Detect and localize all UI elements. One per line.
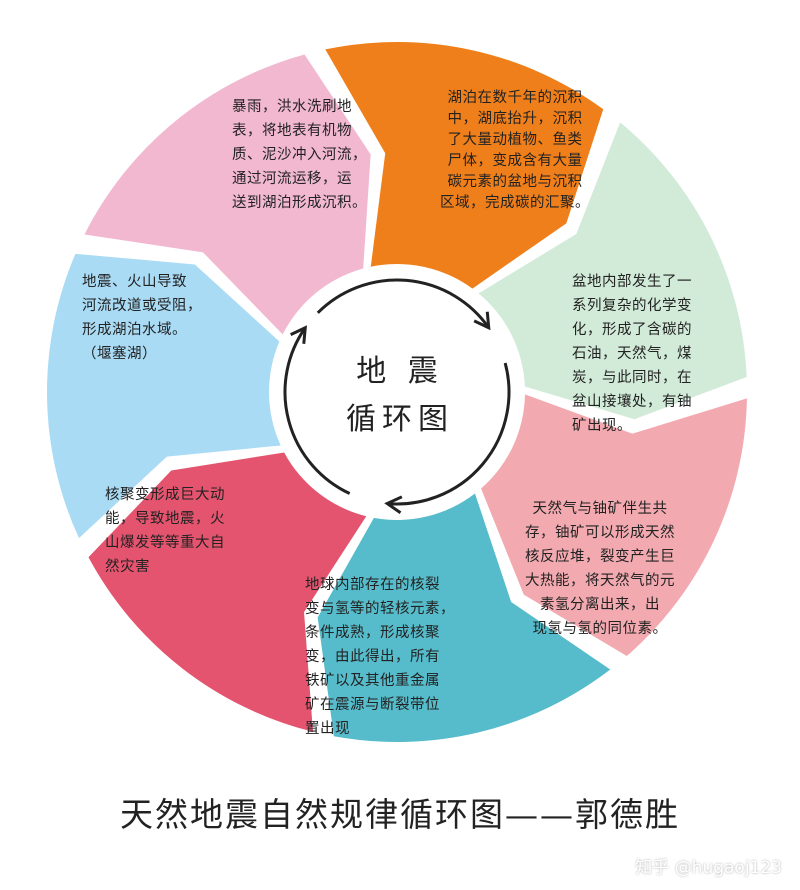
segment-text-blue: 地震、火山导致 河流改道或受阻， 形成湖泊水域。 （堰塞湖） bbox=[82, 274, 202, 362]
diagram-caption: 天然地震自然规律循环图——郭德胜 bbox=[120, 795, 680, 834]
cycle-arrowhead-3 bbox=[290, 325, 307, 344]
cycle-arrow-2 bbox=[387, 362, 511, 506]
cycle-arrowhead-1 bbox=[473, 311, 491, 331]
segment-text-pink: 暴雨，洪水洗刷地 表，将地表有机物 质、泥沙冲入河流， 通过河流运移，运 送到湖… bbox=[232, 99, 367, 211]
segment-text-green: 盆地内部发生了一 系列复杂的化学变 化，形成了含碳的 石油，天然气，煤 炭，与此… bbox=[572, 274, 692, 434]
segment-green bbox=[478, 122, 747, 420]
segment-text-red: 核聚变形成巨大动 能，导致地震，火 山爆发等等重大自 然灾害 bbox=[105, 487, 225, 575]
segment-red bbox=[88, 452, 367, 732]
center-title: 地 震 循环图 bbox=[330, 348, 470, 444]
segment-text-orange: 湖泊在数千年的沉积 中，湖底抬升，沉积 了大量动植物、鱼类 尸体，变成含有大量 … bbox=[440, 90, 590, 211]
center-arrows bbox=[283, 278, 511, 514]
cycle-diagram bbox=[47, 42, 747, 742]
cycle-arrow-3 bbox=[283, 326, 351, 495]
cycle-arrow-1 bbox=[316, 278, 490, 329]
segment-blue bbox=[47, 253, 281, 539]
segment-teal bbox=[317, 493, 611, 742]
segment-text-salmon: 天然气与铀矿伴生共 存，铀矿可以形成天然 核反应堆，裂变产生巨 大热能，将天然气… bbox=[525, 501, 675, 637]
segment-salmon bbox=[481, 394, 747, 657]
segment-pink bbox=[84, 54, 371, 335]
cycle-arrowhead-2 bbox=[384, 495, 403, 514]
segment-orange bbox=[325, 42, 604, 289]
center-title-line2: 循环图 bbox=[346, 402, 454, 437]
center-disc bbox=[273, 268, 521, 516]
watermark: 知乎 @hugaoj123 bbox=[635, 858, 782, 878]
segment-text-teal: 地球内部存在的核裂 变与氢等的轻核元素， 条件成熟，形成核聚 变，由此得出，所有… bbox=[305, 577, 455, 737]
center-title-line1: 地 震 bbox=[356, 354, 444, 389]
segments-layer bbox=[47, 42, 747, 742]
